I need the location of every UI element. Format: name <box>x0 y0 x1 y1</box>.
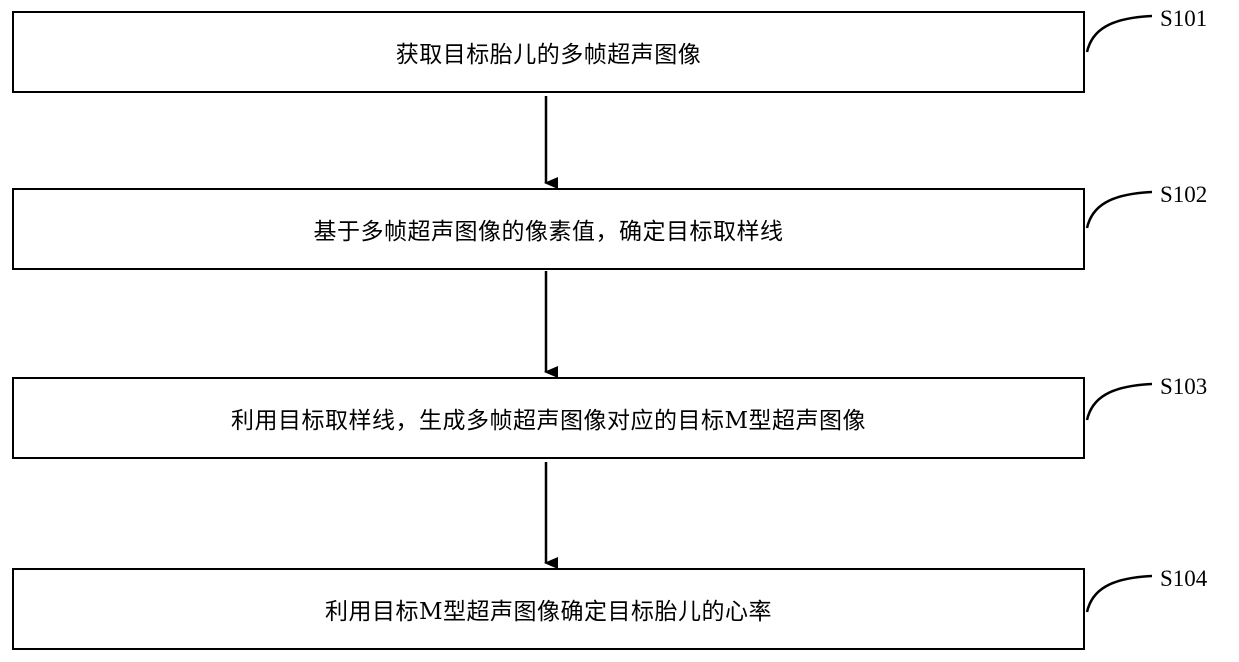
step-box-s104: 利用目标M型超声图像确定目标胎儿的心率 <box>12 568 1085 650</box>
leader-curve-s104 <box>1087 576 1152 612</box>
leader-curve-s103 <box>1087 384 1152 420</box>
step-box-s102: 基于多帧超声图像的像素值，确定目标取样线 <box>12 188 1085 270</box>
leader-curve-s101 <box>1087 16 1152 52</box>
step-text-s101: 获取目标胎儿的多帧超声图像 <box>396 35 702 69</box>
step-box-s101: 获取目标胎儿的多帧超声图像 <box>12 11 1085 93</box>
step-box-s103: 利用目标取样线，生成多帧超声图像对应的目标M型超声图像 <box>12 377 1085 459</box>
step-label-s103: S103 <box>1160 374 1207 400</box>
step-label-s102: S102 <box>1160 182 1207 208</box>
step-label-s101: S101 <box>1160 6 1207 32</box>
step-text-s102: 基于多帧超声图像的像素值，确定目标取样线 <box>314 212 784 246</box>
step-text-s103: 利用目标取样线，生成多帧超声图像对应的目标M型超声图像 <box>231 401 866 435</box>
step-text-s104: 利用目标M型超声图像确定目标胎儿的心率 <box>325 592 772 626</box>
leader-curve-s102 <box>1087 192 1152 228</box>
step-label-s104: S104 <box>1160 566 1207 592</box>
